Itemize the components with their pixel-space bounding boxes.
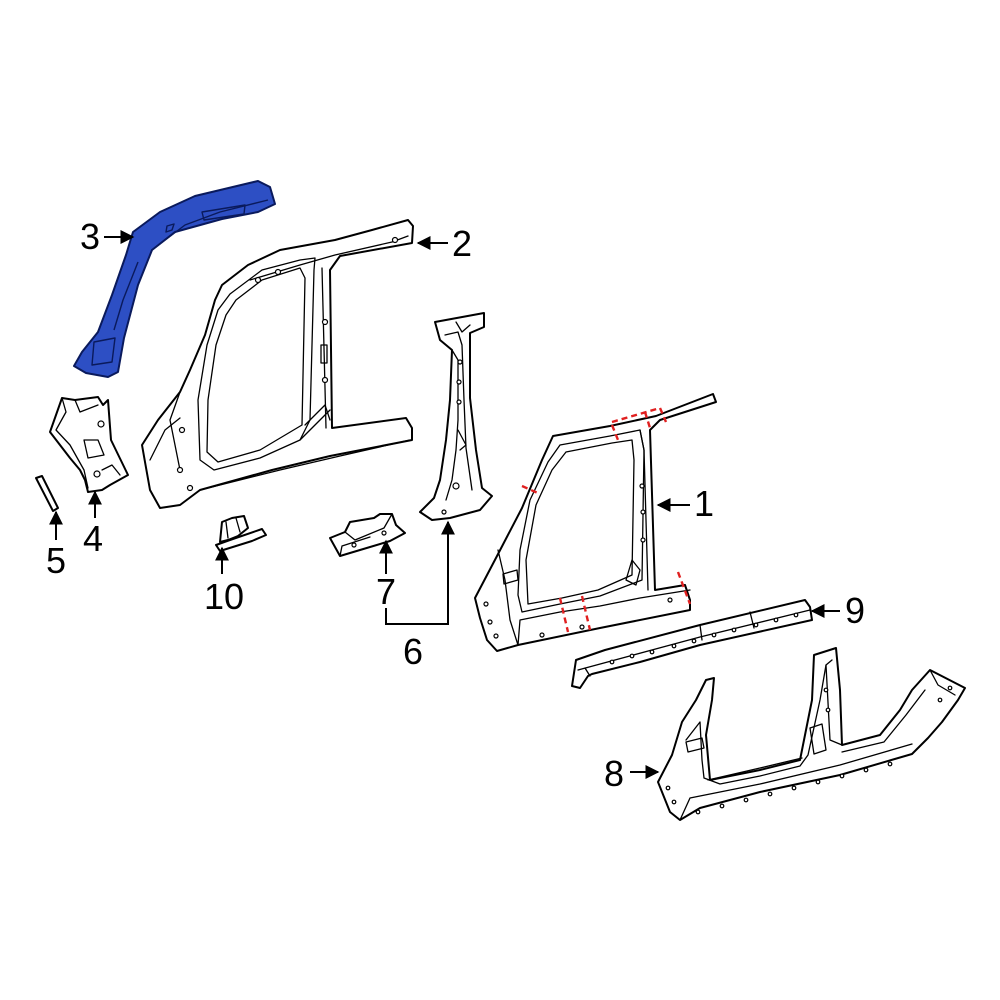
part-5-rod xyxy=(35,475,59,512)
callout-2: 2 xyxy=(452,223,472,264)
part-3-pillar-reinforcement xyxy=(73,180,276,378)
callout-7: 7 xyxy=(376,571,396,612)
callout-labels: 1 2 3 4 5 10 7 6 9 8 xyxy=(46,216,865,794)
part-10-clip-bracket xyxy=(215,515,267,552)
part-2-body-side-frame xyxy=(141,219,414,509)
part-1-body-side-panel xyxy=(474,393,717,652)
leader-6 xyxy=(385,520,455,625)
part-8-inner-rocker xyxy=(657,647,966,821)
callout-3: 3 xyxy=(80,216,100,257)
callout-9: 9 xyxy=(845,590,865,631)
callout-4: 4 xyxy=(83,518,103,559)
callout-1: 1 xyxy=(694,483,714,524)
callout-8: 8 xyxy=(604,753,624,794)
callout-10: 10 xyxy=(204,576,244,617)
part-6-b-pillar-reinforcement xyxy=(419,312,493,521)
part-7-pillar-bracket xyxy=(329,513,406,557)
cut-lines xyxy=(521,406,692,633)
leader-lines xyxy=(49,230,840,779)
part-4-hinge-bracket xyxy=(49,396,129,493)
part-9-rocker-rail xyxy=(571,599,813,689)
callout-6: 6 xyxy=(403,631,423,672)
callout-5: 5 xyxy=(46,540,66,581)
